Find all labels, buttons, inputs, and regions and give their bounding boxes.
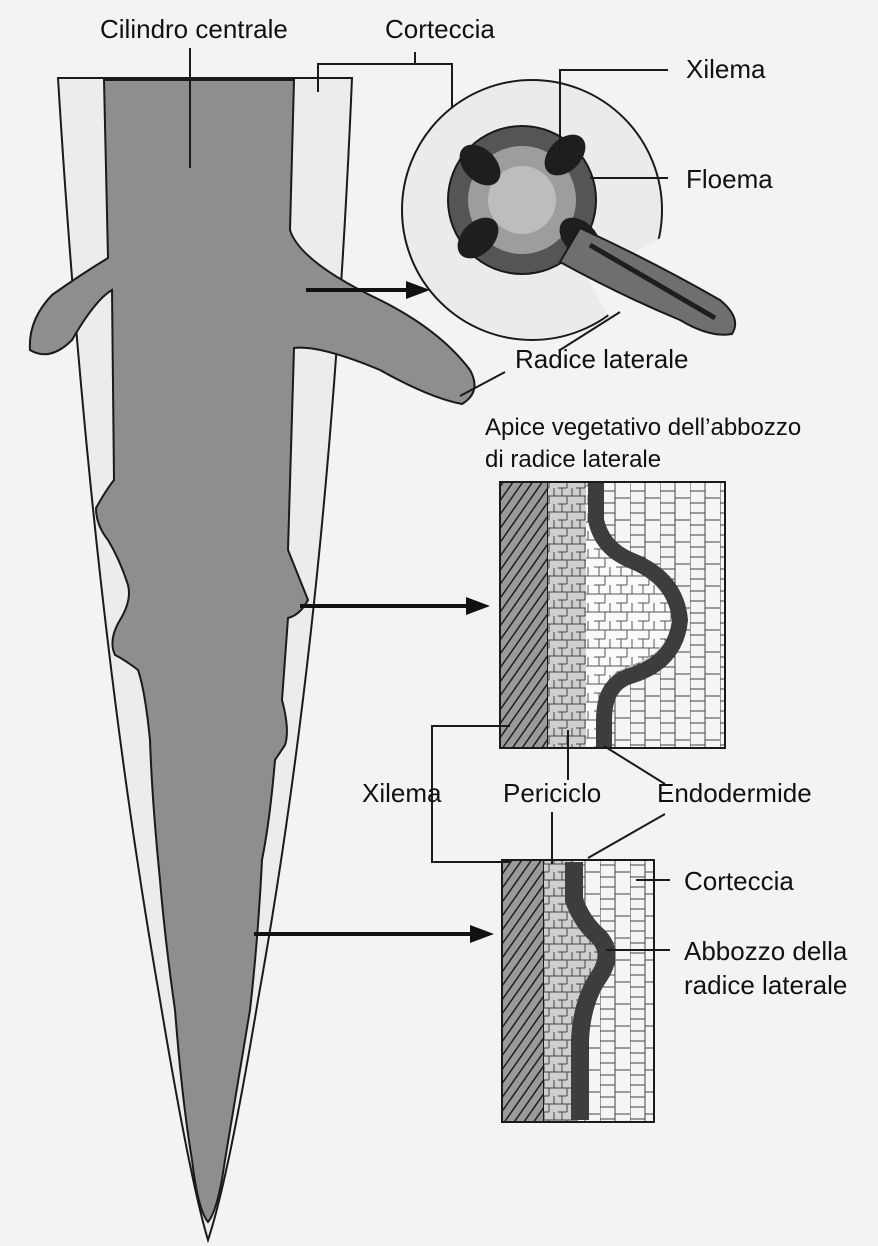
label-corteccia-bottom: Corteccia: [684, 866, 794, 896]
label-abbozzo-line1: Abbozzo della: [684, 936, 847, 966]
tissue-section-apex: [500, 482, 725, 748]
label-radice-laterale: Radice laterale: [515, 344, 688, 374]
endodermide-leader-up: [604, 746, 665, 784]
label-periciclo: Periciclo: [503, 778, 601, 808]
arrow-head-3: [470, 925, 494, 943]
arrow-head-2: [466, 597, 490, 615]
label-apice-line1: Apice vegetativo dell’abbozzo: [485, 414, 801, 442]
label-abbozzo-line2: radice laterale: [684, 970, 847, 1000]
tissue-section-primordium: [502, 860, 654, 1122]
label-floema: Floema: [686, 164, 773, 194]
label-xilema-mid: Xilema: [362, 778, 441, 808]
label-apice-line2: di radice laterale: [485, 446, 661, 474]
xilema-mid-leader: [432, 726, 510, 862]
label-cilindro-centrale: Cilindro centrale: [100, 14, 288, 44]
endodermide-leader-down: [588, 814, 665, 858]
label-endodermide: Endodermide: [657, 778, 812, 808]
label-corteccia-top: Corteccia: [385, 14, 495, 44]
label-xilema-top: Xilema: [686, 54, 765, 84]
